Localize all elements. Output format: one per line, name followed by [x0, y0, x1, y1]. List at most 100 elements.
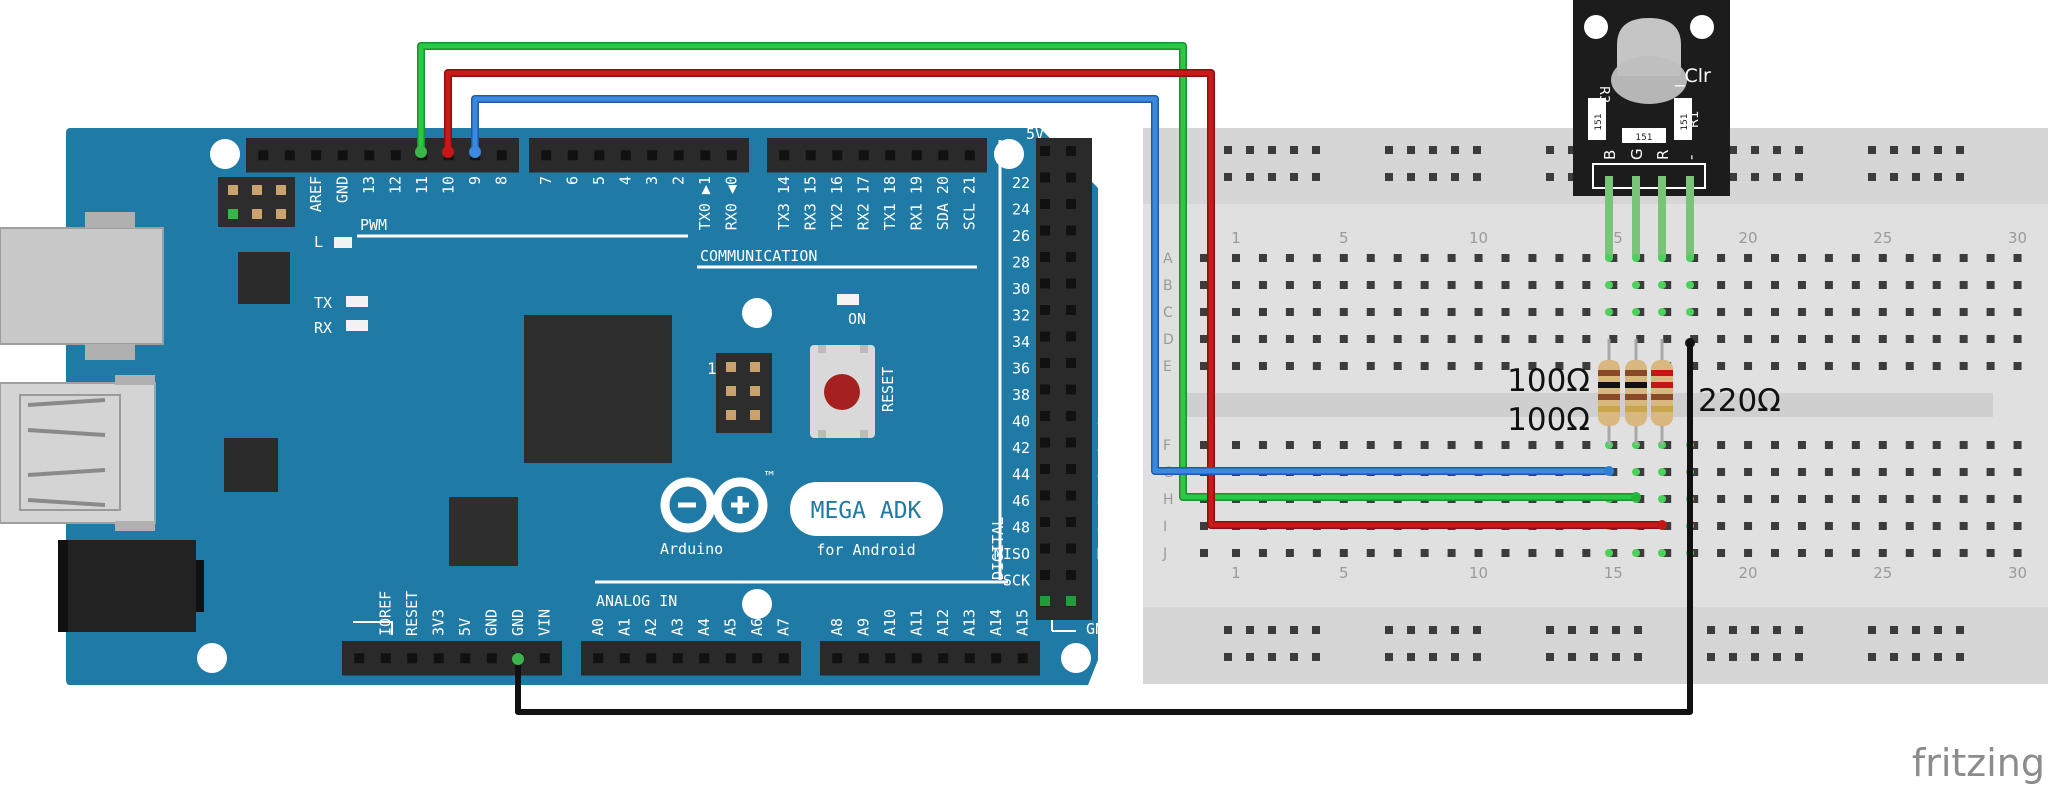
digital-header: [1036, 138, 1092, 620]
column-number: 1: [1231, 229, 1241, 247]
header-pin: [700, 150, 711, 161]
rail-hole: [1312, 626, 1320, 634]
breadboard-hole: [1690, 281, 1699, 289]
breadboard-hole: [1258, 549, 1267, 557]
pin-label: IOREF: [377, 591, 395, 636]
header-strip: [767, 138, 987, 173]
resistor-body: [1651, 360, 1673, 426]
mount-hole: [1061, 643, 1091, 673]
pin-label: A13: [961, 609, 979, 636]
wire-green-highlight: [418, 43, 1636, 500]
rail-hole: [1312, 653, 1320, 661]
rail-hole: [1729, 626, 1737, 634]
header-pin: [832, 150, 843, 161]
breadboard-hole: [1690, 495, 1699, 503]
digital-label: DIGITAL: [989, 517, 1007, 580]
breadboard-hole: [1932, 281, 1941, 289]
breadboard-hole: [1851, 549, 1860, 557]
header-pin: [779, 150, 790, 161]
breadboard-hole: [1609, 281, 1618, 289]
rail-hole: [1407, 626, 1415, 634]
column-number: 15: [1604, 564, 1623, 582]
module-label: _Clr: [1674, 65, 1711, 87]
power-rail-bottom: [1143, 607, 2048, 684]
breadboard-hole: [1824, 495, 1833, 503]
breadboard-hole: [1959, 362, 1968, 370]
pin-label: 39: [1097, 386, 1115, 404]
breadboard-hole: [1824, 468, 1833, 476]
header-pin: [964, 653, 975, 664]
breadboard-hole: [1851, 441, 1860, 449]
row-letter: H: [1163, 492, 1174, 508]
rail-hole: [1868, 626, 1876, 634]
breadboard-hole: [1366, 549, 1375, 557]
breadboard-hole: [1232, 362, 1240, 370]
mount-hole: [210, 139, 240, 169]
breadboard-hole: [1851, 495, 1860, 503]
breadboard-hole: [1636, 281, 1645, 289]
breadboard-hole: [1555, 254, 1564, 262]
header-pin: [1066, 278, 1076, 289]
resistor-band: [1598, 370, 1620, 376]
pin-label: 2: [670, 176, 688, 185]
breadboard-hole: [1851, 362, 1860, 370]
breadboard-hole: [1663, 335, 1672, 343]
rail-hole: [1868, 173, 1876, 181]
rail-hole: [1729, 173, 1737, 181]
led-l: [334, 237, 352, 248]
icsp-label: 1: [707, 359, 717, 378]
wire-end: [415, 146, 427, 158]
breadboard-hole: [1501, 362, 1510, 370]
column-number: 20: [1739, 564, 1758, 582]
resistor-label-3: 220Ω: [1698, 383, 1781, 419]
breadboard-hole: [1582, 362, 1591, 370]
breadboard-hole: [1824, 308, 1833, 316]
pin-label: A4: [695, 618, 713, 636]
rail-hole: [1385, 653, 1393, 661]
pin-label: 22: [1012, 174, 1030, 192]
breadboard-hole: [1717, 468, 1726, 476]
breadboard-hole: [1285, 308, 1294, 316]
reset-label: RESET: [879, 367, 897, 412]
breadboard-hole: [2013, 441, 2022, 449]
breadboard-hole: [1528, 549, 1537, 557]
header-pin: [460, 653, 471, 664]
pin-label: 45: [1097, 466, 1115, 484]
breadboard-hole: [1420, 335, 1429, 343]
rail-hole: [1224, 626, 1232, 634]
pin-label: RX1 19: [908, 176, 926, 230]
pin-label: A14: [987, 609, 1005, 636]
breadboard-hole: [1851, 308, 1860, 316]
resistor-label-2: 100Ω: [1507, 402, 1590, 438]
header-pin: [1066, 384, 1076, 395]
rail-hole: [1429, 146, 1437, 154]
breadboard-hole: [1690, 522, 1699, 530]
resistor-band: [1651, 382, 1673, 388]
breadboard-hole: [1771, 254, 1779, 262]
header-pin: [911, 150, 922, 161]
rail-hole: [1290, 626, 1298, 634]
header-pin: [1040, 252, 1050, 262]
header-pin: [647, 150, 658, 161]
icsp-header-2: [716, 353, 772, 433]
breadboard-hole: [1986, 254, 1995, 262]
breadboard-hole: [1797, 254, 1806, 262]
rail-hole: [1473, 173, 1481, 181]
header-pin: [805, 150, 816, 161]
row-letter: C: [1163, 305, 1173, 321]
breadboard-hole: [1932, 549, 1941, 557]
breadboard-hole: [1609, 308, 1618, 316]
rgb-led-rim: [1611, 56, 1687, 104]
rail-hole: [1246, 653, 1254, 661]
pin-label: 40: [1012, 413, 1030, 431]
smd-value: 151: [1680, 113, 1690, 130]
pin-label: SCK: [1003, 572, 1030, 590]
breadboard-hole: [1959, 254, 1968, 262]
breadboard-hole: [1200, 335, 1208, 343]
breadboard-hole: [1878, 281, 1887, 289]
reset-button[interactable]: [810, 345, 875, 438]
header-pin: [1066, 358, 1076, 368]
header-pin: [672, 653, 683, 664]
breadboard-hole: [1420, 362, 1429, 370]
resistor-label-1: 100Ω: [1507, 363, 1590, 399]
